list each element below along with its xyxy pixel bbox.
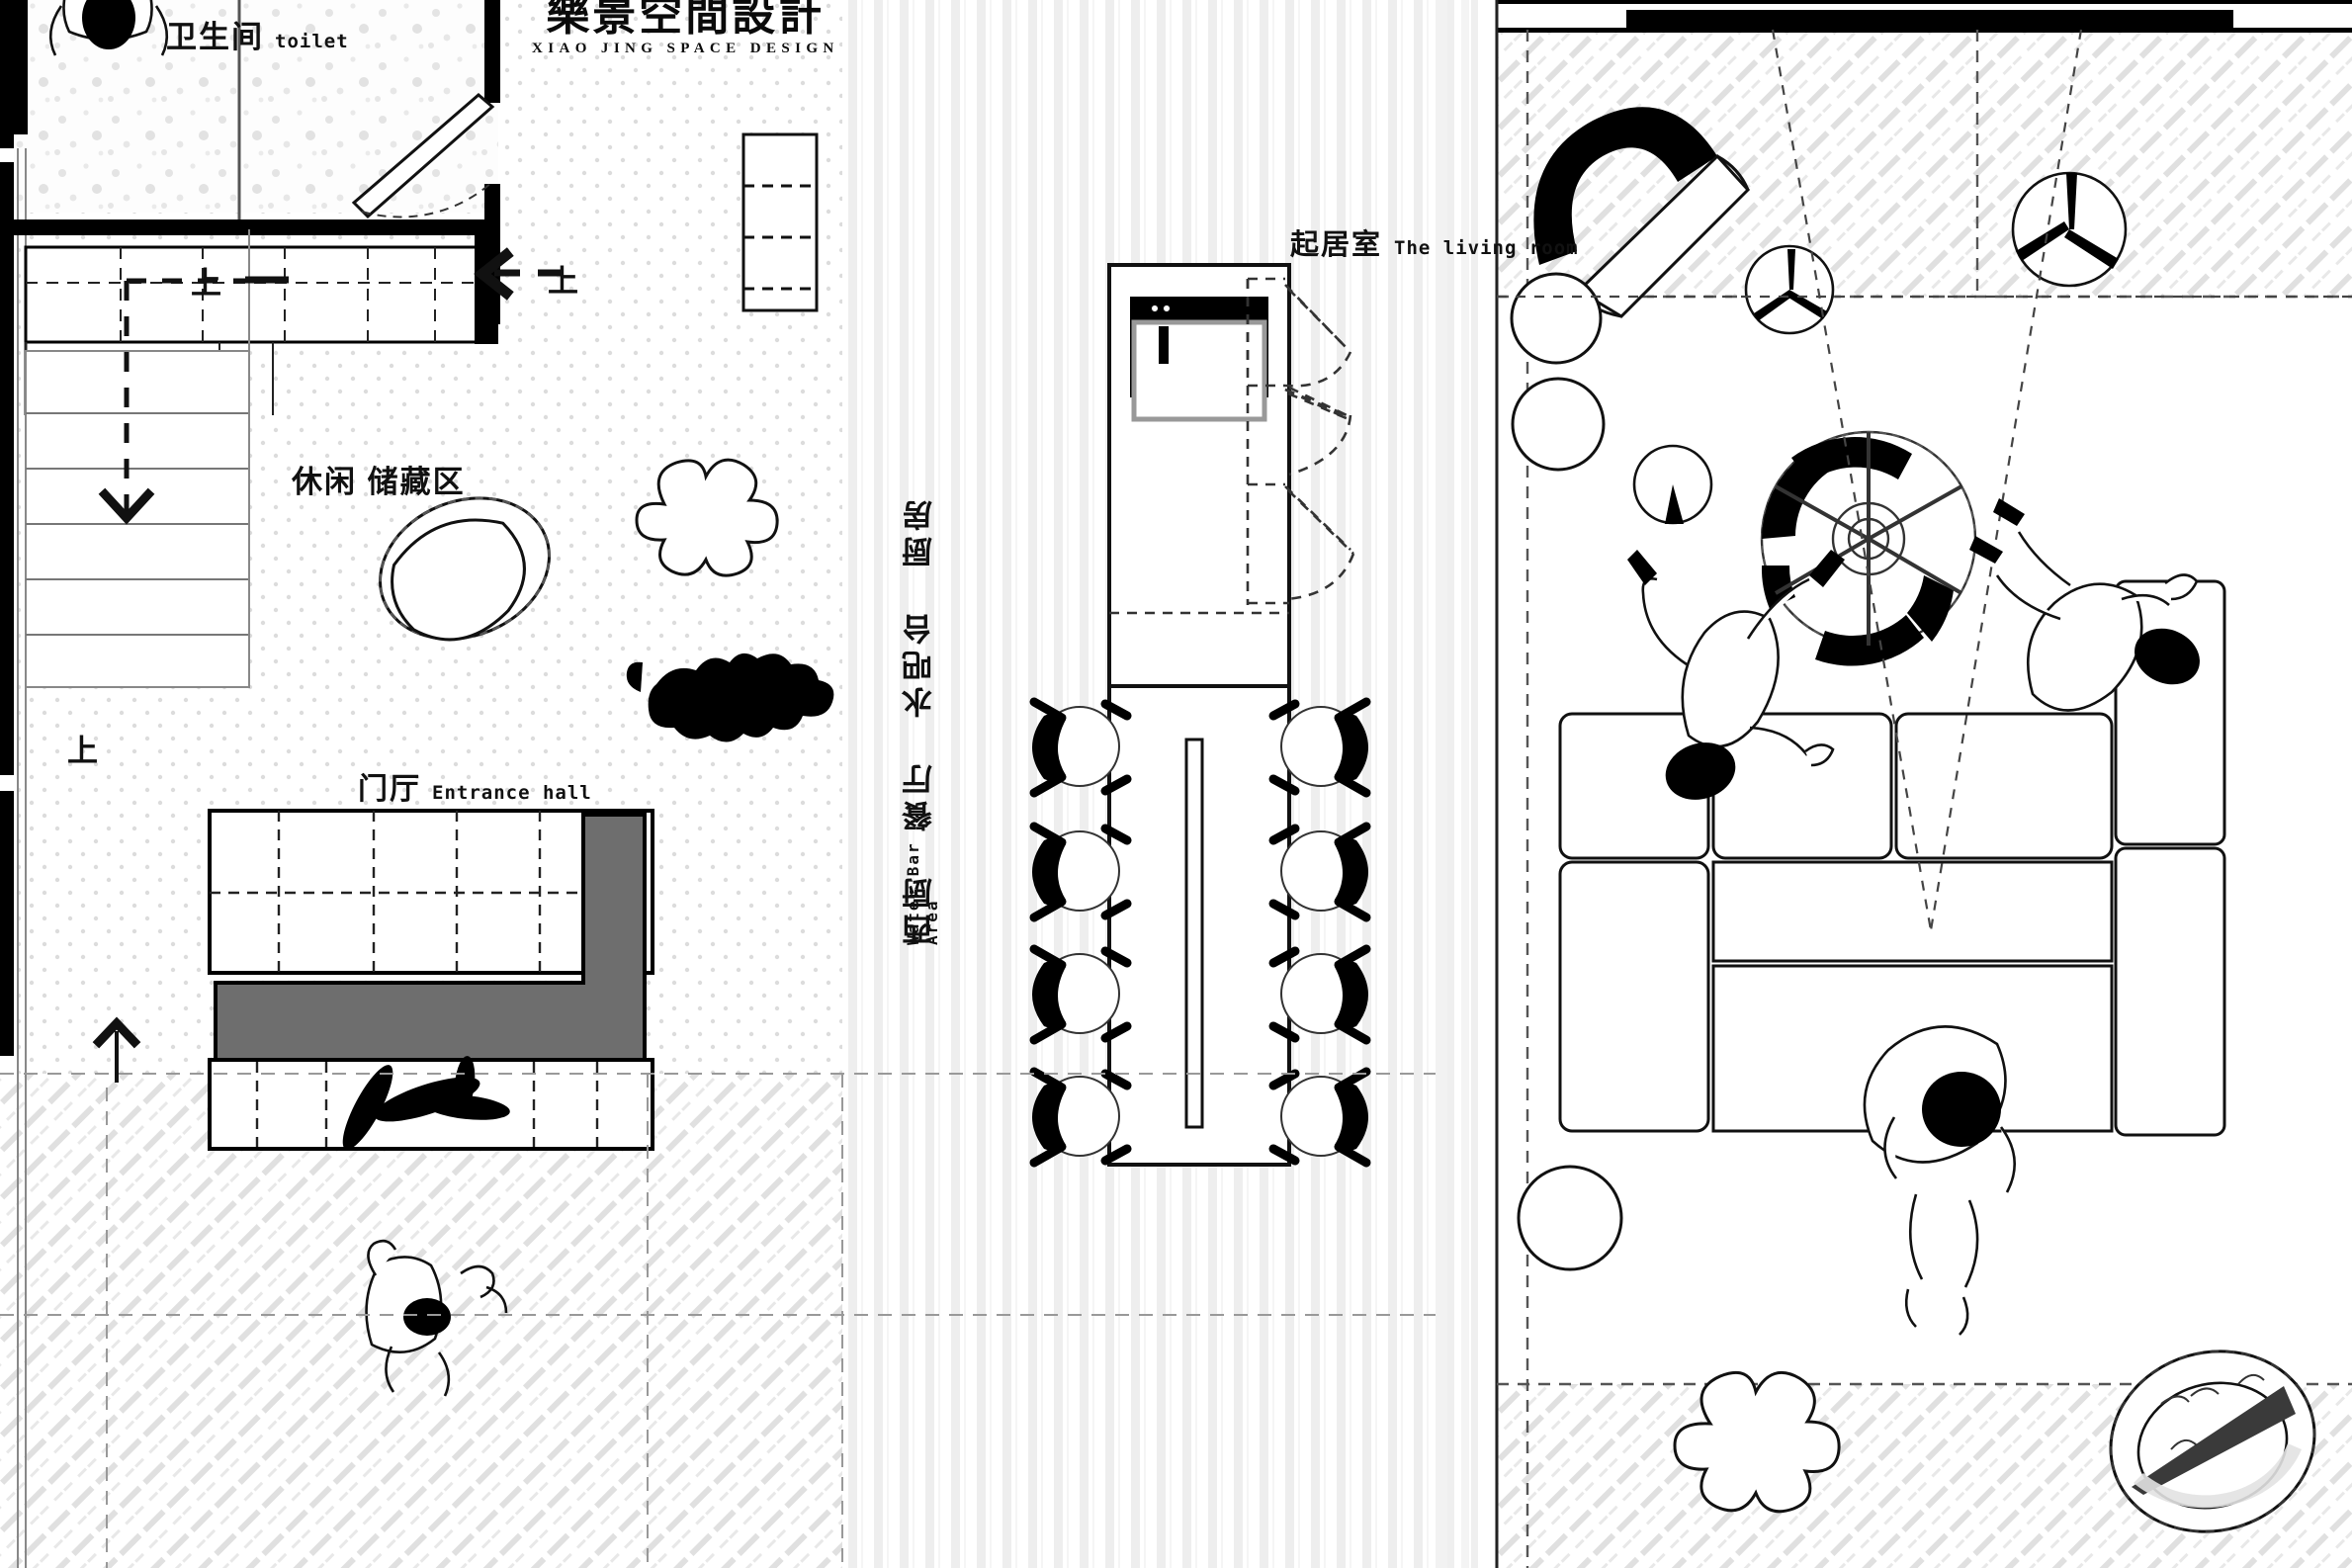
room-label-living-room: 起居室 The living room <box>1290 231 1579 260</box>
blob-plant-bottom <box>1673 1370 1841 1514</box>
logo-chinese: 樂景空間設計 <box>546 0 826 40</box>
up-arrow-bottom <box>92 1016 141 1083</box>
room-label-entrance-hall-cn: 门厅 <box>358 773 421 806</box>
sight-lines <box>1497 29 2352 931</box>
ceiling-fan-small <box>1744 244 1835 335</box>
ottoman-top <box>1510 272 1603 365</box>
right-sheet-walls <box>1495 0 2352 1568</box>
room-label-entrance-hall-en: Entrance hall <box>432 782 592 804</box>
round-spoke-table <box>1760 430 1977 666</box>
room-label-kitchen-band: 西厨 餐厅 水吧台 厨房 Water Bar Area <box>898 494 942 945</box>
left-sheet-walls <box>0 0 500 1568</box>
stair-up-mark-center: 上 <box>548 264 578 299</box>
person-seated-top <box>48 0 169 56</box>
person-seated-sofa <box>1863 1025 2017 1336</box>
stair-up-mark-bottom: 上 <box>67 734 98 768</box>
logo-english: XIAO JING SPACE DESIGN <box>532 40 839 56</box>
floor-marker-small <box>1632 444 1713 525</box>
room-label-living-room-en: The living room <box>1394 237 1579 259</box>
pet-dog-top <box>626 653 834 742</box>
stair-flight-upper <box>741 132 819 312</box>
oval-rug <box>2109 1350 2316 1533</box>
studio-logo: 樂景空間設計 XIAO JING SPACE DESIGN <box>532 0 839 57</box>
room-label-leisure-storage-cn: 休闲 储藏区 <box>292 465 466 499</box>
grid-guides <box>0 1073 1436 1568</box>
room-label-toilet-cn: 卫生间 <box>166 20 264 54</box>
lounge-chair-curved <box>1533 107 1751 318</box>
staircase <box>25 229 273 688</box>
dining-table <box>1107 684 1291 1167</box>
room-label-toilet: 卫生间 toilet <box>166 22 349 52</box>
blob-table <box>635 458 779 577</box>
ceiling-fan-large <box>2011 171 2128 288</box>
room-label-toilet-en: toilet <box>275 31 349 52</box>
room-label-entrance-hall: 门厅 Entrance hall <box>358 775 592 805</box>
leaf-ornament <box>342 1056 510 1150</box>
dining-chairs-right <box>1268 697 1371 1168</box>
room-label-living-room-cn: 起居室 <box>1290 229 1383 261</box>
stair-up-mark-left: 上 <box>191 266 221 301</box>
pet-dog-entrance <box>365 1239 508 1397</box>
room-label-leisure-storage: 休闲 储藏区 <box>292 467 466 497</box>
person-reclining-left <box>1627 550 1845 800</box>
up-arrow-center <box>474 247 566 301</box>
room-label-kitchen-band-en: Water Bar Area <box>904 841 941 945</box>
side-table-round <box>1511 377 1606 472</box>
toilet-door <box>351 93 495 219</box>
person-reclining-right <box>1969 498 2200 712</box>
dining-chairs-left <box>1029 697 1132 1168</box>
lounge-chair <box>379 496 551 642</box>
ottoman-bottom <box>1517 1165 1623 1271</box>
